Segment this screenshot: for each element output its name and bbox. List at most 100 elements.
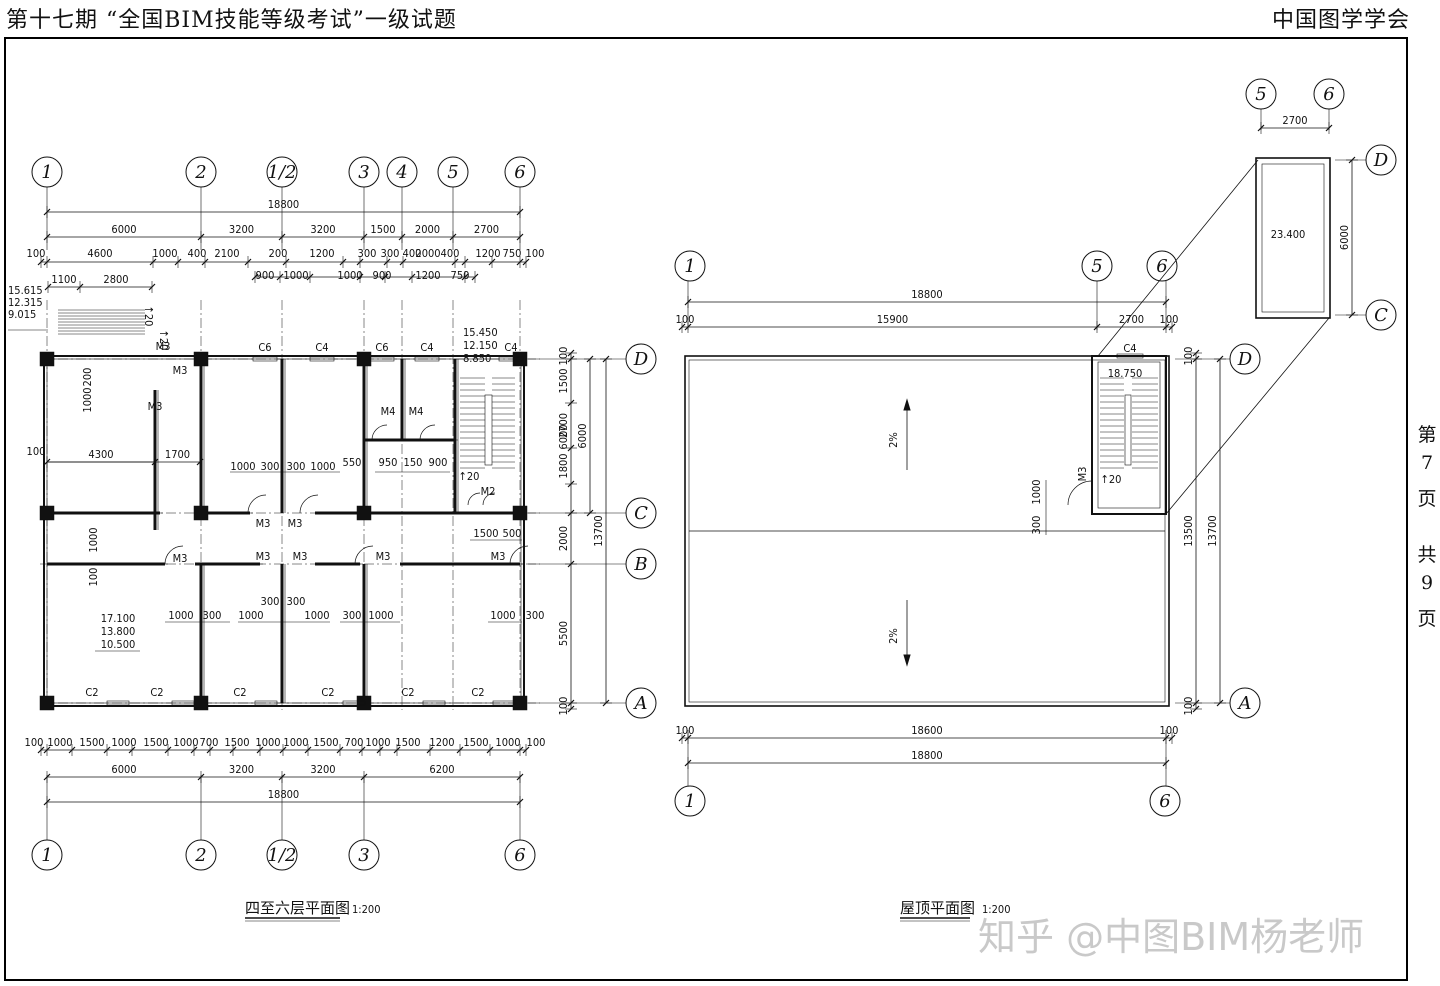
room-dim-text: 1000 xyxy=(238,609,263,622)
window-label: C2 xyxy=(150,686,163,699)
stair-rail xyxy=(1124,394,1132,466)
exterior-wall xyxy=(43,355,525,707)
level-mark: 10.500 xyxy=(101,638,136,651)
door-swing xyxy=(467,492,481,506)
room-dim-text: 550 xyxy=(343,456,362,469)
room-dim-text: 1000 xyxy=(310,460,335,473)
roof-dim-bot-text: 18600 xyxy=(911,724,942,737)
roof-dim-right-text: 13500 xyxy=(1182,515,1195,546)
door-label: M3 xyxy=(148,400,163,413)
level-mark: 9.015 xyxy=(8,308,36,321)
detail-dim-top-text: 2700 xyxy=(1282,114,1307,127)
plan-scale: 1:200 xyxy=(352,903,381,916)
door-label: M3 xyxy=(256,517,271,530)
dim-right-text: 100 xyxy=(557,697,570,716)
door-swing xyxy=(247,494,267,514)
column xyxy=(356,695,372,711)
door-swing xyxy=(354,545,374,565)
dim-row3-text: 1200 xyxy=(309,247,334,260)
level-mark: 15.615 xyxy=(8,284,43,297)
axis-top-label: 1 xyxy=(41,162,52,183)
page-total: 9 xyxy=(1420,572,1434,594)
window-label: C4 xyxy=(315,341,328,354)
window-label: C4 xyxy=(420,341,433,354)
page-label: 页 xyxy=(1417,608,1437,630)
level-mark: 18.750 xyxy=(1108,367,1143,380)
roof-axis-top-label: 5 xyxy=(1091,256,1102,277)
detail-axis-top-label: 6 xyxy=(1323,84,1334,105)
room-dim-text: 300 xyxy=(261,460,280,473)
axis-top-label: 3 xyxy=(358,162,369,183)
dim-bot1-text: 1000 xyxy=(111,736,136,749)
dim-bot1-text: 1500 xyxy=(463,736,488,749)
room-dim-text: 500 xyxy=(503,527,522,540)
level-mark: 12.150 xyxy=(463,339,498,352)
room-dim-text: 1000 xyxy=(81,387,94,412)
detail-axis-right-label: C xyxy=(1374,305,1388,326)
roof-dim-top2-text: 15900 xyxy=(877,313,908,326)
door-swing xyxy=(164,545,184,565)
column xyxy=(39,695,55,711)
dim-bot2-text: 6200 xyxy=(429,763,454,776)
window xyxy=(342,700,366,706)
dim-bot1-text: 100 xyxy=(527,736,546,749)
column xyxy=(193,351,209,367)
room-dim-text: 1000 xyxy=(230,460,255,473)
door-label: M3 xyxy=(173,552,188,565)
window-label: C4 xyxy=(504,341,517,354)
room-dim-text: 1000 xyxy=(87,527,100,552)
dim-bot1-text: 1000 xyxy=(173,736,198,749)
window xyxy=(309,356,335,362)
roof-dim-top2-text: 100 xyxy=(676,313,695,326)
door-label: M3 xyxy=(156,340,171,353)
detail-leader xyxy=(1097,159,1259,357)
dim-stair-text: 2800 xyxy=(103,273,128,286)
column xyxy=(512,695,528,711)
door-swing xyxy=(371,424,388,441)
window xyxy=(414,356,440,362)
dim-row4-text: 1000 xyxy=(283,269,308,282)
roof-axis-bottom-label: 6 xyxy=(1159,791,1170,812)
roof-dim-top2-text: 100 xyxy=(1160,313,1179,326)
dim-right-text: 5500 xyxy=(557,621,570,646)
window xyxy=(422,700,446,706)
dim-row3-text: 200 xyxy=(269,247,288,260)
dim-row2-text: 3200 xyxy=(229,223,254,236)
window xyxy=(171,700,195,706)
dim-bot1-text: 1500 xyxy=(395,736,420,749)
window-label: C2 xyxy=(321,686,334,699)
watermark: 知乎 @中图BIM杨老师 xyxy=(978,915,1365,959)
room-dim-text: 4300 xyxy=(88,448,113,461)
column xyxy=(193,505,209,521)
column xyxy=(512,351,528,367)
roof-dim-right-text: 100 xyxy=(1182,697,1195,716)
dim-row3-text: 750 xyxy=(503,247,522,260)
stair-tower-inner xyxy=(1097,361,1161,509)
detail-leader xyxy=(1165,317,1330,515)
roof-dim-bot2-text: 18800 xyxy=(911,749,942,762)
roof-plan-title: 屋顶平面图 xyxy=(900,899,975,917)
window xyxy=(252,356,278,362)
door-label: M3 xyxy=(256,550,271,563)
dim-bot1-text: 1000 xyxy=(255,736,280,749)
dim-row3-text: 1200 xyxy=(475,247,500,260)
axis-right-label: B xyxy=(633,554,647,575)
roof-axis-top-bubble xyxy=(674,250,706,282)
axis-right-label: D xyxy=(633,349,649,370)
roof-axis-right-label: A xyxy=(1237,693,1252,714)
dim-right-text: 1800 xyxy=(557,453,570,478)
detail-axis-right-label: D xyxy=(1373,150,1389,171)
room-dim-text: 200 xyxy=(81,368,94,387)
roof-axis-right-label: D xyxy=(1237,349,1253,370)
door-label: M3 xyxy=(288,517,303,530)
dim-bot3-text: 18800 xyxy=(268,788,299,801)
window xyxy=(254,700,278,706)
door-label: M3 xyxy=(1076,467,1089,482)
dim-row4-text: 1000 xyxy=(337,269,362,282)
room-dim-text: 100 xyxy=(87,568,100,587)
room-dim-text: 1000 xyxy=(1030,479,1043,504)
roof-axis-bottom-label: 1 xyxy=(684,791,695,812)
room-dim-text: 300 xyxy=(1030,516,1043,535)
level-mark: 17.100 xyxy=(101,612,136,625)
window xyxy=(1116,353,1144,359)
